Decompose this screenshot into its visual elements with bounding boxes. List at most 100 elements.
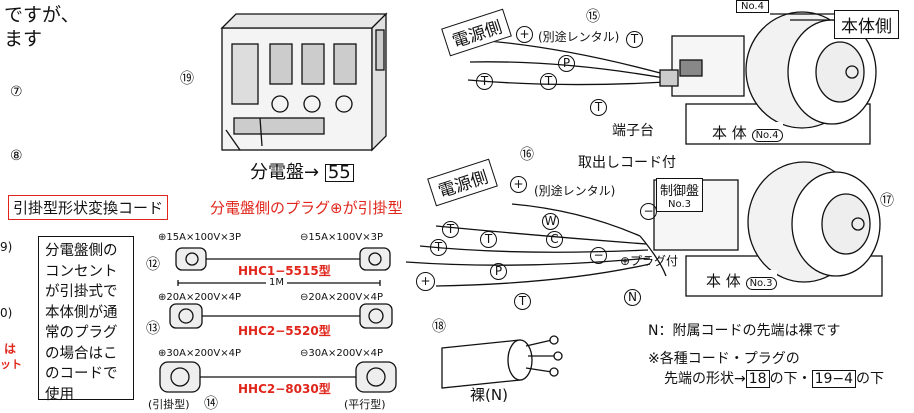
panel-number: ⑲: [180, 71, 194, 87]
upper-t-mark-1: T: [626, 28, 643, 48]
asterisk-note-part-a: 先端の形状→: [664, 371, 746, 387]
bare-cable-drawing: [441, 335, 563, 389]
t-circle: T: [480, 231, 497, 248]
edge-text-top-2: ます: [4, 28, 43, 50]
takedashi-label: 取出しコード付: [578, 155, 676, 171]
cord14-number: ⑭: [204, 396, 218, 412]
hikikake-label: (引掛型): [148, 398, 190, 411]
lower-body-number: ⑰: [880, 193, 894, 209]
panel-page-ref: 55: [324, 164, 354, 182]
control-panel-label: 制御盤 No.3: [656, 178, 704, 212]
lower-t-mark-1: T: [442, 218, 459, 238]
upper-set-number: ⑮: [586, 9, 600, 25]
cord14-minus-spec: ⊖30A×200V×4P: [300, 348, 384, 359]
distribution-panel-drawing: [220, 12, 388, 152]
lower-t-mark-3: T: [430, 236, 447, 256]
minus-circle: −: [590, 247, 607, 264]
lower-plus-mark: +: [510, 176, 527, 193]
upper-t-mark-2: T: [476, 70, 493, 90]
t-circle: T: [626, 31, 643, 48]
asterisk-note-part-c: の下: [856, 371, 885, 387]
lower-body-label: 本 体 No.3: [706, 270, 777, 291]
edge-number-8: ⑧: [10, 148, 23, 164]
control-panel-text: 制御盤: [660, 184, 700, 199]
upper-body-label: 本 体 No.4: [712, 122, 783, 143]
t-circle: T: [590, 99, 607, 116]
n-note: N：附属コードの先端は裸です: [648, 323, 841, 339]
upper-top-no-badge: No.4: [736, 0, 769, 13]
upper-body-text: 本 体: [712, 124, 747, 142]
cord12-number: ⑫: [146, 257, 160, 273]
cord13-minus-spec: ⊖20A×200V×4P: [300, 292, 384, 303]
lower-p-mark: P: [490, 260, 507, 280]
cord12-minus-spec: ⊖15A×100V×3P: [300, 232, 384, 243]
cable-number: ⑱: [432, 319, 446, 335]
upper-rental-note: (別途レンタル): [538, 30, 620, 44]
minus-circle: −: [640, 203, 657, 220]
lower-body-no-badge: No.3: [745, 277, 777, 290]
lower-plus-circle: +: [510, 176, 527, 193]
cord13-plus-spec: ⊕20A×200V×4P: [158, 292, 242, 303]
heikou-label: (平行型): [344, 398, 386, 411]
edge-red-text-1: は: [4, 342, 17, 356]
ref-18: 18: [745, 370, 770, 388]
terminal-label: 端子台: [612, 123, 654, 139]
edge-text-top-1: ですが、: [4, 4, 80, 26]
cord-length-label: 1M: [266, 277, 287, 288]
converter-title: 引掛型形状変換コード: [8, 195, 169, 220]
panel-caption-text: 分電盤→: [250, 162, 320, 183]
conversion-cords-drawing: [159, 247, 397, 393]
t-circle: T: [540, 73, 557, 90]
plug-tsuki-label: ⊕プラグ付: [620, 254, 679, 268]
edge-red-text-2: ット: [0, 358, 22, 371]
side-note: 分電盤側のコンセントが引掛式で本体側が通常のプラグの場合はこのコードで使用: [38, 236, 134, 403]
upper-t-mark-4: T: [590, 96, 607, 116]
t-circle: T: [442, 221, 459, 238]
cord12-model: HHC1−5515型: [238, 264, 331, 278]
c-circle: C: [546, 231, 563, 248]
upper-plus-circle: +: [516, 26, 533, 43]
edge-number-7: ⑦: [10, 84, 23, 100]
cord14-model: HHC2−8030型: [238, 382, 331, 396]
lower-set-number: ⑯: [520, 147, 534, 163]
edge-number-9: 9): [0, 240, 13, 254]
lower-minus-mark-2: −: [590, 244, 607, 264]
edge-number-10: 0): [0, 306, 13, 320]
t-circle: T: [430, 239, 447, 256]
c-mark: C: [546, 228, 563, 248]
lower-n-mark: N: [624, 286, 641, 306]
asterisk-note-part-b: の下・: [769, 371, 812, 387]
t-circle: T: [476, 73, 493, 90]
cord13-model: HHC2−5520型: [238, 324, 331, 338]
w-mark: W: [542, 210, 559, 230]
body-side-tag: 本体側: [834, 10, 899, 39]
t-circle: T: [514, 293, 531, 310]
plus-circle: +: [416, 272, 435, 291]
cord13-number: ⑬: [146, 321, 160, 337]
lower-minus-mark-1: −: [640, 200, 657, 220]
upper-t-mark-3: T: [540, 70, 557, 90]
cord12-plus-spec: ⊕15A×100V×3P: [158, 232, 242, 243]
lower-t-mark-2: T: [480, 228, 497, 248]
lower-rental-note: (別途レンタル): [534, 184, 616, 198]
control-panel-no: No.3: [668, 199, 691, 210]
cord14-plus-spec: ⊕30A×200V×4P: [158, 348, 242, 359]
p-circle: P: [490, 263, 507, 280]
lower-plus-mark-2: +: [416, 270, 435, 291]
p-circle: P: [558, 55, 575, 72]
ref-19-4: 19−4: [811, 370, 857, 388]
n-circle: N: [624, 289, 641, 306]
cable-label: 裸(N): [470, 386, 508, 404]
lower-t-mark-4: T: [514, 290, 531, 310]
upper-body-no-badge: No.4: [751, 129, 783, 142]
upper-p-mark: P: [558, 52, 575, 72]
w-circle: W: [542, 213, 559, 230]
winch-body-upper-drawing: [671, 11, 877, 145]
lower-body-text: 本 体: [706, 272, 741, 290]
upper-plus-mark: +: [516, 26, 533, 43]
converter-subtitle: 分電盤側のプラグ⊕が引掛型: [210, 199, 403, 217]
panel-caption: 分電盤→ 55: [250, 158, 354, 184]
asterisk-note-line1: ※各種コード・プラグの: [648, 351, 800, 367]
